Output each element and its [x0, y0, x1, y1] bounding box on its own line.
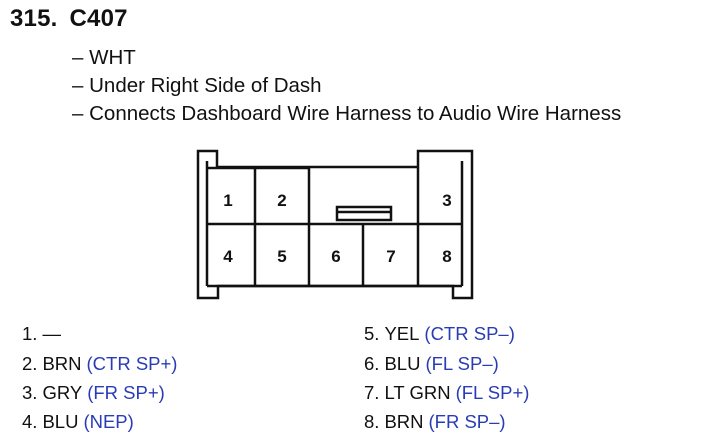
connector-id: C407: [69, 5, 128, 32]
cavity-label-4: 4: [223, 247, 233, 266]
pin-number: 3.: [22, 382, 38, 403]
pinout-row-5: 5.YEL(CTR SP–): [364, 323, 515, 345]
detail-description: Connects Dashboard Wire Harness to Audio…: [72, 100, 621, 128]
detail-color: WHT: [72, 44, 621, 72]
wire-color: BRN: [42, 353, 82, 374]
pin-number: 6.: [364, 353, 380, 374]
cavity-label-2: 2: [277, 191, 286, 210]
wire-color: LT GRN: [384, 382, 451, 403]
pinout-row-3: 3.GRY(FR SP+): [22, 382, 165, 404]
signal-name: (FR SP–): [428, 411, 506, 432]
heading: 315. C407: [10, 5, 128, 33]
pinout-row-1: 1.—: [22, 323, 66, 345]
signal-name: (NEP): [83, 411, 134, 432]
wire-color: BLU: [384, 353, 421, 374]
cavity-label-5: 5: [277, 247, 286, 266]
cavity-label-7: 7: [386, 247, 395, 266]
locking-tab: [335, 205, 393, 222]
pinout-row-2: 2.BRN(CTR SP+): [22, 353, 177, 375]
signal-name: (CTR SP–): [424, 323, 515, 344]
pinout-row-4: 4.BLU(NEP): [22, 411, 134, 433]
wire-color: BRN: [384, 411, 424, 432]
wire-color: YEL: [384, 323, 420, 344]
wire-color: BLU: [42, 411, 79, 432]
pinout-row-8: 8.BRN(FR SP–): [364, 411, 506, 433]
cavity-label-3: 3: [442, 191, 451, 210]
pin-number: 8.: [364, 411, 380, 432]
signal-name: (CTR SP+): [86, 353, 178, 374]
pin-number: 4.: [22, 411, 38, 432]
connector-number: 315.: [10, 5, 58, 32]
wire-color: GRY: [42, 382, 83, 403]
pin-number: 5.: [364, 323, 380, 344]
pin-number: 1.: [22, 323, 38, 344]
cavity-label-8: 8: [442, 247, 451, 266]
signal-name: (FR SP+): [87, 382, 165, 403]
pin-number: 2.: [22, 353, 38, 374]
pinout-row-7: 7.LT GRN(FL SP+): [364, 382, 529, 404]
cavity-frame-top-left: [207, 166, 311, 224]
wire-color: —: [42, 323, 61, 344]
pin-number: 7.: [364, 382, 380, 403]
signal-name: (FL SP–): [425, 353, 499, 374]
cavity-label-6: 6: [331, 247, 340, 266]
connector-details: WHT Under Right Side of Dash Connects Da…: [72, 44, 621, 128]
signal-name: (FL SP+): [455, 382, 530, 403]
detail-location: Under Right Side of Dash: [72, 72, 621, 100]
pinout-row-6: 6.BLU(FL SP–): [364, 353, 499, 375]
cavity-label-1: 1: [223, 191, 232, 210]
